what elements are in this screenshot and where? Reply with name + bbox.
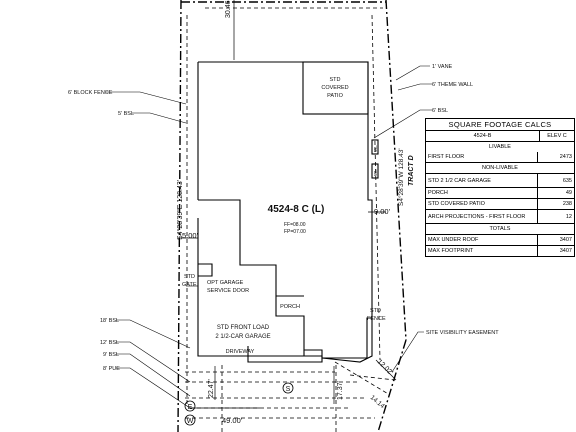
finish-floor-2: FP=07.00 [284, 229, 306, 235]
table-row: STD COVERED PATIO 238 [426, 198, 574, 209]
row-label: STD 2 1/2 CAR GARAGE [428, 177, 491, 184]
label-setback-5: 5' BSL [118, 111, 134, 117]
row-label: PORCH [428, 190, 448, 196]
dim-top: 30.46 [225, 0, 232, 18]
dim-interior-right: 9.00' [374, 207, 391, 216]
non-livable-header-text: NON-LIVABLE [482, 165, 518, 171]
livable-header: LIVABLE [426, 141, 574, 152]
table-title: SQUARE FOOTAGE CALCS [426, 119, 574, 130]
dim-bottom-left: 22.47' [208, 379, 215, 398]
wall-tag-1: WL [373, 145, 378, 152]
marker-w: W [187, 418, 194, 425]
row-label: ARCH PROJECTIONS - FIRST FLOOR [428, 213, 526, 220]
garage-label-1: STD FRONT LOAD [217, 325, 270, 331]
label-vane: 1' VANE [432, 64, 453, 70]
dim-interior-left: 5.00' [182, 231, 199, 240]
setback-lines [185, 7, 396, 432]
gate-label-2: GATE [182, 282, 197, 288]
table-row: MAX FOOTPRINT 3407 [426, 245, 574, 256]
table-row: MAX UNDER ROOF 3407 [426, 234, 574, 245]
row-value: 238 [537, 199, 574, 209]
tract-label: TRACT D [408, 155, 415, 186]
marker-s: S [286, 386, 291, 393]
table-title-text: SQUARE FOOTAGE CALCS [448, 120, 552, 129]
row-value: 3407 [537, 235, 574, 245]
row-value: 49 [537, 188, 574, 198]
totals-header: TOTALS [426, 223, 574, 234]
dim-bottom-mid: 17.37' [337, 381, 344, 400]
non-livable-header: NON-LIVABLE [426, 162, 574, 173]
wall-tag-2: WL [373, 169, 378, 176]
livable-header-text: LIVABLE [489, 144, 511, 150]
garage-door-label-2: SERVICE DOOR [207, 288, 249, 294]
label-theme-wall: 6' THEME WALL [432, 82, 473, 88]
totals-header-text: TOTALS [489, 226, 511, 232]
label-setback-9: 9' BSL [103, 352, 119, 358]
square-footage-table: SQUARE FOOTAGE CALCS 4524-B ELEV C LIVAB… [425, 118, 575, 257]
row-value: 12 [537, 210, 574, 223]
plan-number: 4524-B [473, 133, 492, 139]
fence-label-1: STD [370, 308, 381, 314]
row-value: 2473 [537, 152, 574, 162]
plan-name: 4524-8 C (L) [268, 204, 325, 215]
dimension-lines [178, 0, 397, 409]
elevation: ELEV C [539, 131, 574, 141]
table-row: FIRST FLOOR 2473 [426, 152, 574, 162]
table-row: ARCH PROJECTIONS - FIRST FLOOR 12 [426, 209, 574, 223]
lot-boundary [177, 0, 407, 432]
marker-e: E [188, 404, 193, 411]
label-setback-12: 12' BSL [100, 340, 119, 346]
porch-label: PORCH [280, 304, 300, 310]
patio-label-3: PATIO [327, 93, 343, 99]
dim-corner-a: 12.02' [376, 358, 394, 376]
row-label: FIRST FLOOR [428, 154, 465, 160]
garage-door-label-1: OPT GARAGE [207, 280, 244, 286]
house-footprint [197, 61, 379, 363]
plan-row: 4524-B ELEV C [426, 130, 574, 141]
patio-label-2: COVERED [321, 85, 348, 91]
label-sight-easement: SITE VISIBILITY EASEMENT [426, 330, 499, 336]
row-label: STD COVERED PATIO [428, 201, 485, 207]
finish-floor-1: FF=08.00 [284, 222, 306, 228]
garage-label-2: 2 1/2-CAR GARAGE [215, 334, 270, 340]
dim-right-bearing: S4°28'39"W 128.43' [397, 148, 405, 206]
row-value: 635 [537, 174, 574, 187]
fence-label-2: FENCE [367, 316, 386, 322]
row-label: MAX UNDER ROOF [428, 237, 479, 243]
dim-bottom-width: 49.00' [222, 416, 243, 425]
driveway-label: DRIVEWAY [226, 349, 255, 355]
table-row: STD 2 1/2 CAR GARAGE 635 [426, 173, 574, 187]
dim-corner-b: 14.14' [369, 394, 387, 411]
gate-label-1: STD [184, 274, 195, 280]
label-setback-18: 18' BSL [100, 318, 119, 324]
label-pue-8: 8' PUE [103, 366, 120, 372]
table-row: PORCH 49 [426, 187, 574, 198]
row-value: 3407 [537, 246, 574, 256]
leader-lines [106, 65, 432, 409]
label-setback-6: 6' BSL [432, 108, 448, 114]
patio-label-1: STD [330, 77, 341, 83]
utility-markers [184, 382, 294, 426]
row-label: MAX FOOTPRINT [428, 248, 474, 254]
label-block-fence: 6' BLOCK FENCE [68, 90, 113, 96]
livable-rows: FIRST FLOOR 2473 [426, 152, 574, 162]
dim-left-bearing: S4°28'39"E 128.43' [176, 180, 184, 240]
